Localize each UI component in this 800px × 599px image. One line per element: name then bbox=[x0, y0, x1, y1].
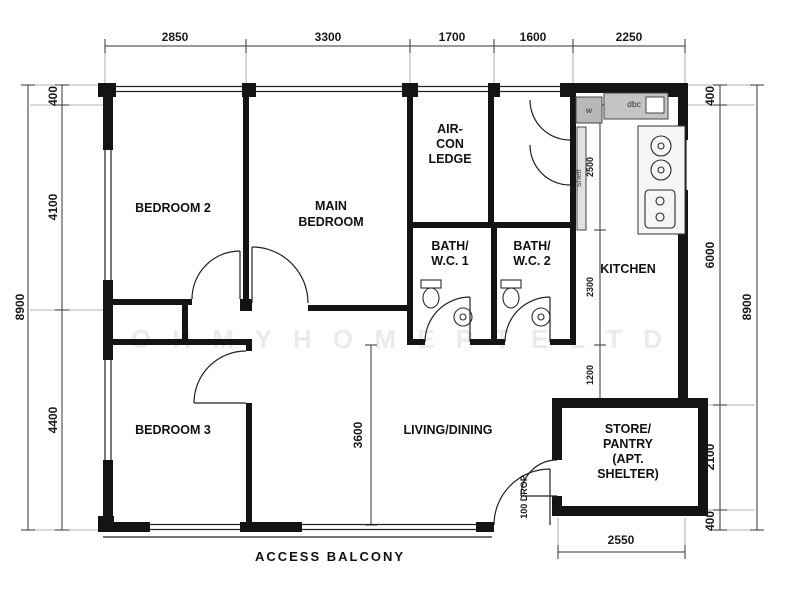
room-label-main-bedroom-2: BEDROOM bbox=[298, 215, 363, 229]
room-label-main-bedroom-1: MAIN bbox=[315, 199, 347, 213]
sink2-drain-icon bbox=[537, 313, 545, 321]
washer-label: w bbox=[585, 105, 593, 115]
sink2-icon bbox=[531, 307, 551, 327]
shelf-label: shelf bbox=[573, 168, 583, 187]
dim-left-1: 400 bbox=[46, 86, 60, 106]
dim-left-3: 4400 bbox=[46, 406, 60, 433]
room-label-aircon-3: LEDGE bbox=[428, 152, 471, 166]
room-label-bath1-2: W.C. 1 bbox=[431, 254, 469, 268]
right-dimensions: 400 6000 2100 400 8900 bbox=[703, 86, 754, 531]
room-label-living-dining: LIVING/DINING bbox=[404, 423, 493, 437]
toilet1-icon bbox=[422, 287, 440, 309]
dim-kitchen-1: 2500 bbox=[585, 157, 595, 177]
dim-right-3: 2100 bbox=[703, 443, 717, 470]
left-dimensions: 8900 400 4100 4400 bbox=[13, 86, 60, 434]
room-label-bedroom2: BEDROOM 2 bbox=[135, 201, 211, 215]
stove-burner2-center-icon bbox=[657, 166, 665, 174]
room-label-bedroom3: BEDROOM 3 bbox=[135, 423, 211, 437]
dim-kitchen-2: 2300 bbox=[585, 277, 595, 297]
room-label-kitchen: KITCHEN bbox=[600, 262, 656, 276]
room-label-store-4: SHELTER) bbox=[597, 467, 659, 481]
room-label-aircon-2: CON bbox=[436, 137, 464, 151]
toilet1-tank-icon bbox=[420, 279, 442, 289]
room-label-store-2: PANTRY bbox=[603, 437, 654, 451]
dim-top-4: 1600 bbox=[520, 30, 547, 44]
counter-basin-icon bbox=[645, 96, 665, 114]
counter-label: dbc bbox=[627, 99, 641, 109]
sink1-drain-icon bbox=[459, 313, 467, 321]
dim-left-2: 4100 bbox=[46, 193, 60, 220]
top-dimensions: 2850 3300 1700 1600 2250 bbox=[162, 30, 643, 44]
dim-left-overall: 8900 bbox=[13, 293, 27, 320]
dim-right-overall: 8900 bbox=[740, 293, 754, 320]
dim-top-2: 3300 bbox=[315, 30, 342, 44]
kitchen-sink-basin1-icon bbox=[655, 196, 665, 206]
kitchen-sink-basin2-icon bbox=[655, 212, 665, 222]
room-label-store-3: (APT. bbox=[612, 452, 643, 466]
room-label-aircon-1: AIR- bbox=[437, 122, 463, 136]
interior-dimensions: 2550 2500 2300 1200 3600 100 DROP shelf … bbox=[351, 99, 642, 547]
toilet2-tank-icon bbox=[500, 279, 522, 289]
dim-right-4: 400 bbox=[703, 511, 717, 531]
dim-top-1: 2850 bbox=[162, 30, 189, 44]
room-label-store-1: STORE/ bbox=[605, 422, 652, 436]
room-label-bath2-1: BATH/ bbox=[513, 239, 551, 253]
room-label-bath1-1: BATH/ bbox=[431, 239, 469, 253]
room-label-bath2-2: W.C. 2 bbox=[513, 254, 551, 268]
dim-living-height: 3600 bbox=[351, 421, 365, 448]
sink1-icon bbox=[453, 307, 473, 327]
dim-kitchen-3: 1200 bbox=[585, 365, 595, 385]
dim-top-5: 2250 bbox=[616, 30, 643, 44]
washing-machine-icon bbox=[575, 96, 603, 124]
toilet2-icon bbox=[502, 287, 520, 309]
room-labels: BEDROOM 2 MAIN BEDROOM AIR- CON LEDGE BA… bbox=[135, 122, 659, 564]
dim-bottom: 2550 bbox=[608, 533, 635, 547]
dim-top-3: 1700 bbox=[439, 30, 466, 44]
stove-burner1-center-icon bbox=[657, 142, 665, 150]
shelf-icon bbox=[576, 126, 587, 231]
dim-right-2: 6000 bbox=[703, 241, 717, 268]
room-label-access-balcony: ACCESS BALCONY bbox=[255, 549, 405, 564]
stove-burner1-icon bbox=[650, 135, 672, 157]
stove-burner2-icon bbox=[650, 159, 672, 181]
kitchen-fixtures bbox=[575, 92, 686, 235]
dim-entrance-drop: 100 DROP bbox=[519, 475, 529, 519]
kitchen-sink-icon bbox=[644, 189, 676, 229]
walls bbox=[98, 83, 708, 532]
bathroom-fixtures bbox=[420, 279, 551, 327]
dim-right-1: 400 bbox=[703, 86, 717, 106]
